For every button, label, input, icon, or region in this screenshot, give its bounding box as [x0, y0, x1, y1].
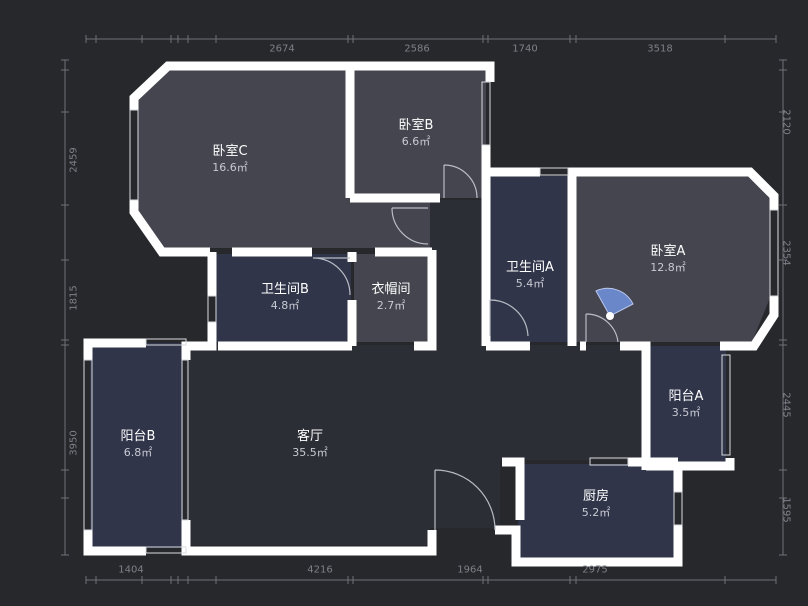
camera-position-icon[interactable]: [606, 312, 614, 320]
walls: [83, 61, 779, 567]
room-label: 阳台A 3.5㎡: [669, 389, 704, 420]
room-cloakroom[interactable]: [354, 254, 430, 342]
room-name: 卫生间A: [506, 260, 554, 275]
room-bathroom-b[interactable]: [216, 254, 351, 342]
dimension-left: 3950: [68, 430, 80, 456]
room-name: 衣帽间: [371, 282, 411, 297]
dimension-bottom: 4216: [307, 564, 333, 576]
room-living-room[interactable]: [186, 200, 645, 545]
room-name: 客厅: [296, 429, 323, 444]
room-area: 3.5㎡: [671, 406, 701, 419]
room-balcony-a[interactable]: [648, 346, 726, 464]
room-label: 卧室A 12.8㎡: [650, 244, 686, 275]
dimension-left: 2459: [68, 147, 80, 173]
room-area: 2.7㎡: [376, 299, 406, 312]
dimension-right: 2354: [780, 240, 792, 266]
room-label: 卧室B 6.6㎡: [399, 118, 434, 149]
dimension-left: 1815: [68, 285, 80, 311]
dimension-top: 3518: [647, 43, 673, 55]
room-label: 卫生间A 5.4㎡: [506, 260, 554, 291]
room-balcony-b[interactable]: [90, 343, 183, 548]
room-label: 卧室C 16.6㎡: [212, 144, 248, 175]
room-name: 卧室B: [398, 118, 434, 133]
room-name: 卧室C: [212, 144, 248, 159]
room-bedroom-c[interactable]: [138, 70, 430, 248]
dimension-top: 2674: [269, 43, 295, 55]
room-label: 衣帽间 2.7㎡: [371, 282, 410, 313]
dimension-bottom: 2975: [582, 564, 608, 576]
room-name: 阳台A: [668, 389, 704, 404]
room-kitchen[interactable]: [518, 464, 674, 560]
dimension-right: 2445: [780, 392, 792, 418]
room-label: 厨房 5.2㎡: [582, 489, 611, 520]
room-name: 卧室A: [650, 244, 686, 259]
room-area: 5.4㎡: [515, 277, 545, 290]
dimension-top: 2586: [404, 43, 430, 55]
dimension-lines: [61, 35, 787, 584]
room-bathroom-a[interactable]: [488, 176, 571, 342]
compass-icon: [595, 287, 634, 317]
room-name: 阳台B: [120, 429, 156, 444]
room-area: 4.8㎡: [270, 299, 300, 312]
room-area: 6.6㎡: [401, 135, 431, 148]
room-label: 卫生间B 4.8㎡: [261, 282, 309, 313]
dimension-bottom: 1964: [457, 564, 483, 576]
room-name: 厨房: [582, 489, 609, 504]
dimension-bottom: 1404: [118, 564, 144, 576]
room-area: 5.2㎡: [581, 506, 611, 519]
room-area: 6.8㎡: [123, 446, 153, 459]
dimension-right: 1595: [780, 497, 792, 523]
dimension-right: 2120: [780, 109, 792, 135]
room-label: 阳台B 6.8㎡: [121, 429, 156, 460]
windows: [83, 81, 779, 554]
doors[interactable]: [312, 164, 619, 531]
room-label: 客厅 35.5㎡: [292, 429, 328, 460]
room-area: 12.8㎡: [650, 261, 686, 274]
room-area: 16.6㎡: [212, 161, 248, 174]
room-name: 卫生间B: [261, 282, 309, 297]
room-area: 35.5㎡: [292, 446, 328, 459]
dimension-top: 1740: [512, 43, 538, 55]
